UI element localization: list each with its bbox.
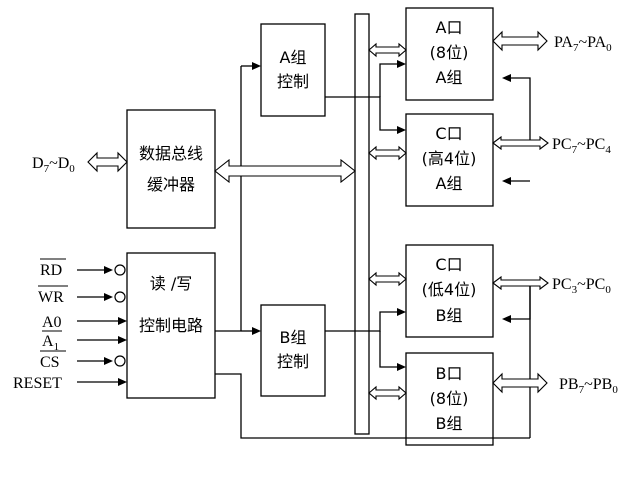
control-wires: [215, 60, 531, 439]
port-a-label-1: A口: [436, 18, 463, 37]
pc-lower-label: PC3~PC0: [552, 276, 611, 296]
rw-control-block: 读 /写 控制电路: [126, 252, 216, 399]
port-c-lower-label-2: (低4位): [422, 280, 477, 299]
pb-label: PB7~PB0: [559, 376, 618, 396]
arrow-to-port-c-lower: [397, 308, 406, 316]
buffer-bus-arrow: [214, 158, 356, 184]
pa-output-arrow: [492, 30, 548, 52]
a1-label: A1: [42, 333, 59, 353]
port-b-label-3: B组: [436, 414, 463, 433]
group-a-control-label-1: A组: [280, 48, 307, 67]
port-a-label-2: (8位): [430, 43, 469, 62]
port-c-lower-label-3: B组: [436, 306, 463, 325]
rw-control-label-1: 读 /写: [150, 274, 192, 293]
port-c-lower-block: C口 (低4位) B组: [405, 244, 494, 338]
group-b-control-block: B组 控制: [260, 304, 326, 397]
rd-inversion-bubble: [114, 264, 126, 276]
signal-labels: D7~D0 RD WR A0 A1 CS RESET: [13, 155, 75, 392]
pc-upper-output-arrow: [492, 135, 549, 151]
data-bus-arrow: [87, 151, 128, 173]
pc-upper-label: PC7~PC4: [552, 136, 611, 156]
cs-label: CS: [40, 354, 60, 371]
reset-label: RESET: [13, 375, 62, 392]
pc-lower-output-arrow: [492, 275, 549, 291]
pb-output-arrow: [492, 372, 548, 394]
buffer-label-1: 数据总线: [139, 144, 203, 163]
pa-label: PA7~PA0: [554, 34, 612, 54]
port-b-label-1: B口: [436, 364, 463, 383]
wr-label: WR: [38, 289, 64, 306]
bus-port-a-arrow: [368, 42, 407, 58]
port-c-upper-label-1: C口: [435, 124, 462, 143]
port-b-block: B口 (8位) B组: [405, 352, 494, 446]
arrow-feedback-port-c-lower: [502, 315, 511, 323]
wr-inversion-bubble: [114, 291, 126, 303]
buffer-block: 数据总线 缓冲器: [126, 109, 216, 229]
port-b-label-2: (8位): [430, 389, 469, 408]
port-c-upper-label-3: A组: [436, 174, 463, 193]
arrow-feedback-port-c-upper: [502, 177, 511, 185]
arrow-to-port-b: [397, 363, 406, 371]
rw-control-label-2: 控制电路: [139, 316, 203, 335]
bus-arrows: [87, 30, 549, 401]
rd-label: RD: [40, 262, 62, 279]
bus-port-c-lower-arrow: [368, 271, 407, 287]
a0-label: A0: [42, 314, 62, 331]
arrow-to-port-a: [397, 60, 406, 68]
arrow-to-b-control: [252, 327, 261, 335]
port-a-block: A口 (8位) A组: [405, 7, 494, 101]
group-a-control-block: A组 控制: [260, 23, 326, 117]
group-b-control-label-1: B组: [280, 328, 307, 347]
control-inputs: [77, 264, 127, 386]
port-c-lower-label-1: C口: [435, 255, 462, 274]
output-labels: PA7~PA0 PC7~PC4 PC3~PC0 PB7~PB0: [552, 34, 618, 396]
buffer-label-2: 缓冲器: [147, 175, 195, 194]
port-c-upper-block: C口 (高4位) A组: [405, 113, 494, 207]
port-c-upper-label-2: (高4位): [422, 149, 477, 168]
group-b-control-label-2: 控制: [277, 352, 309, 371]
arrow-to-port-c-upper: [397, 126, 406, 134]
bus-port-b-arrow: [368, 385, 407, 401]
bus-port-c-upper-arrow: [368, 145, 407, 161]
group-a-control-label-2: 控制: [277, 72, 309, 91]
port-a-label-3: A组: [436, 68, 463, 87]
data-bus-label: D7~D0: [32, 155, 75, 175]
internal-data-bus: [354, 13, 370, 435]
arrow-to-a-control: [252, 62, 261, 70]
cs-inversion-bubble: [114, 355, 126, 367]
arrow-feedback-port-a: [502, 74, 511, 82]
